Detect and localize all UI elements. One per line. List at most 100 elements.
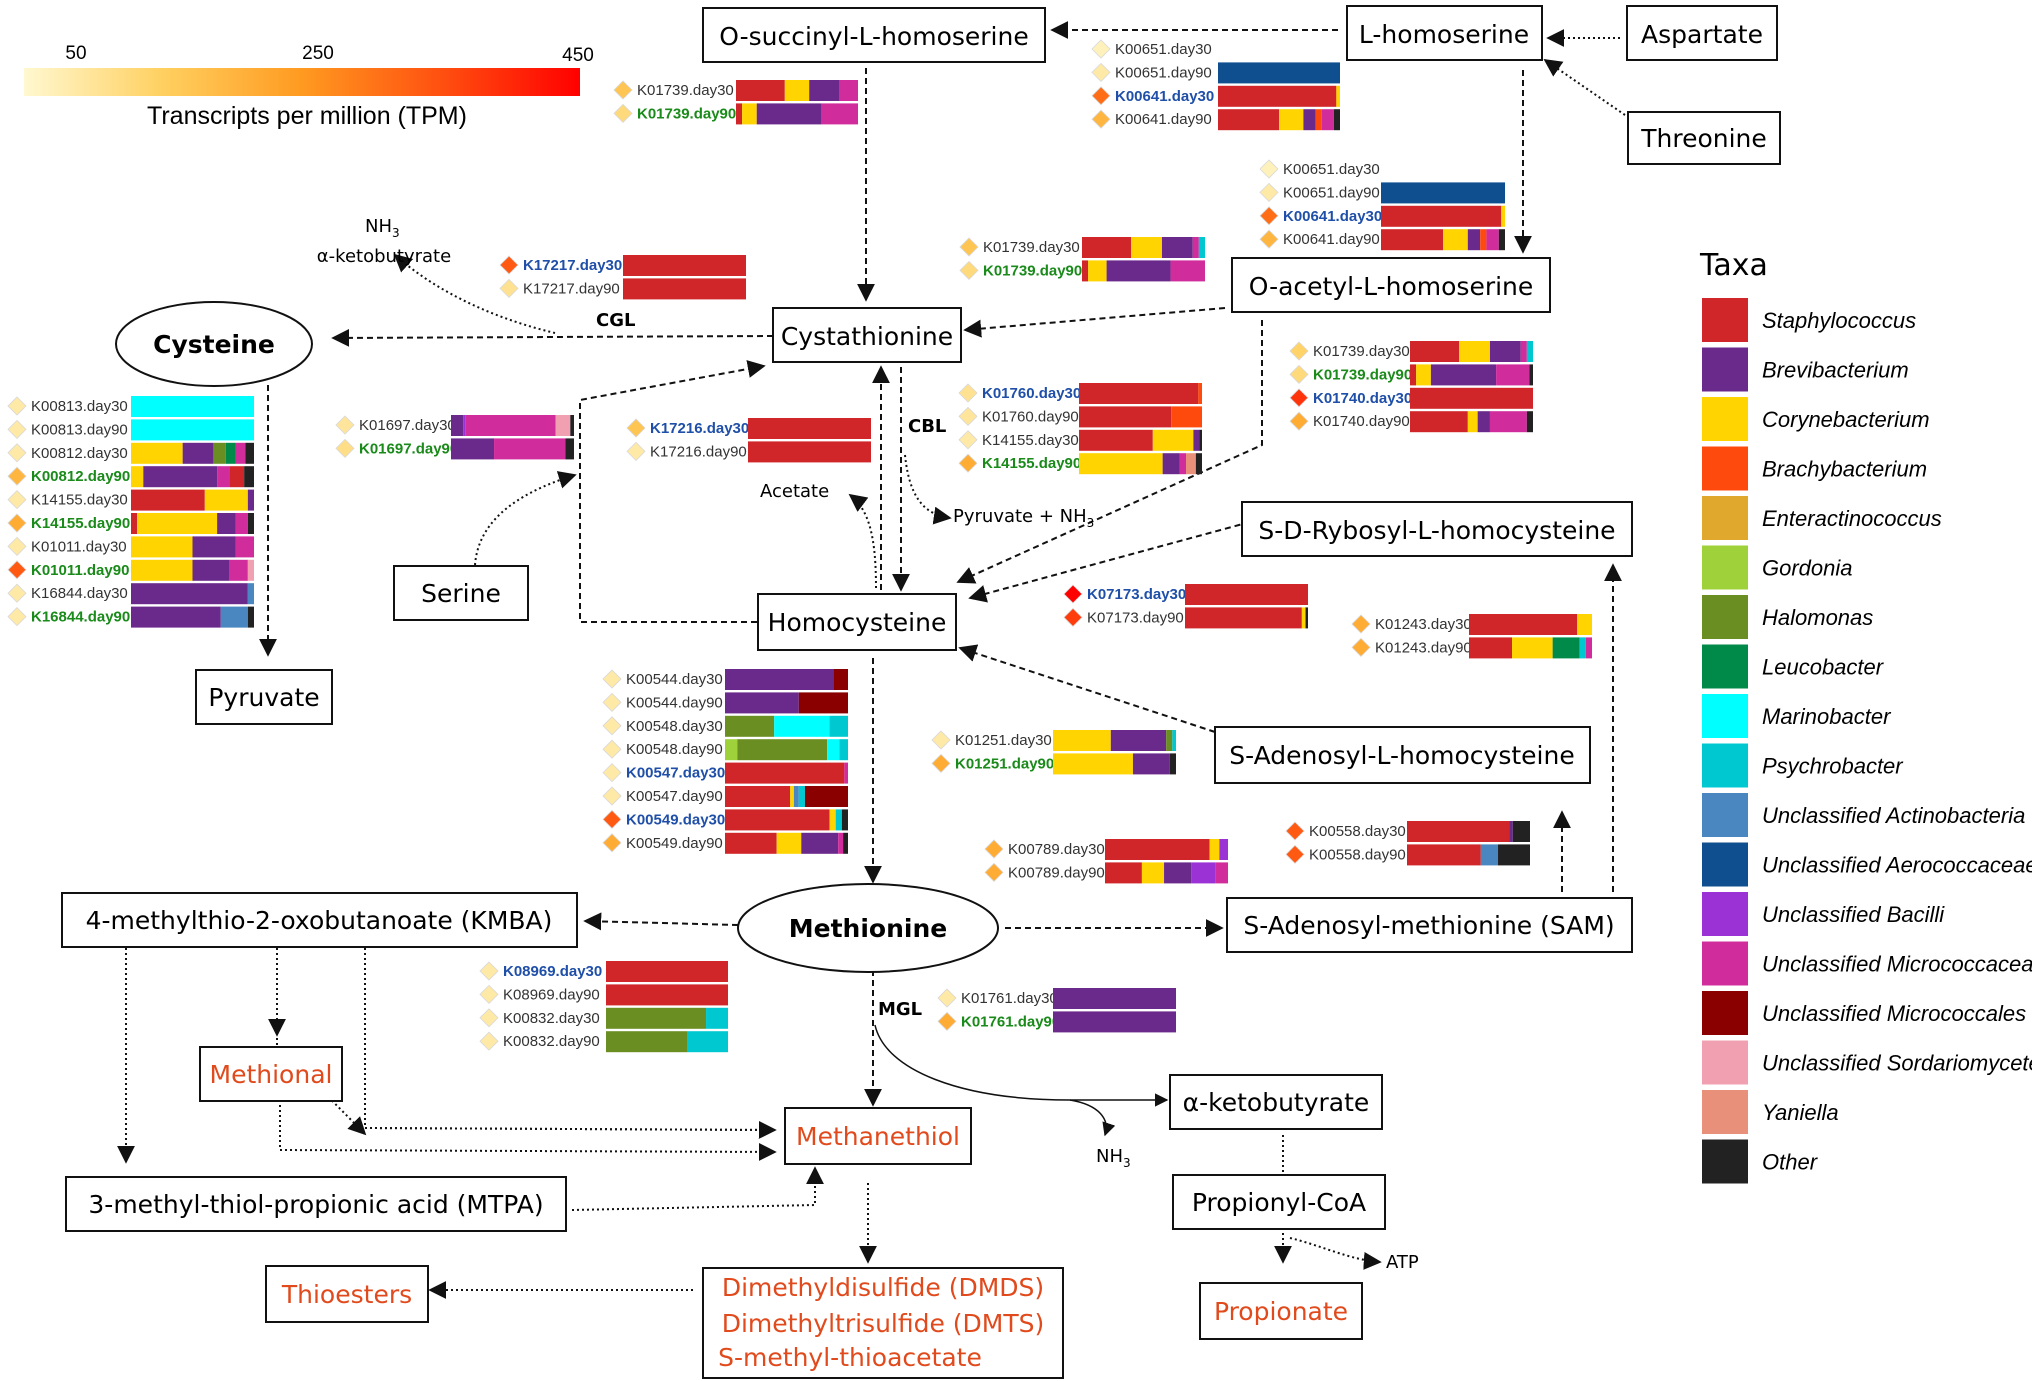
taxa-segment — [1579, 637, 1586, 659]
taxa-segment — [1552, 637, 1580, 659]
tpm-diamond — [7, 419, 27, 439]
taxa-segment — [1053, 1011, 1176, 1033]
taxa-segment — [1218, 85, 1337, 107]
node-box-methanethiol — [784, 1107, 972, 1165]
gene-label: K01761.day30 — [961, 990, 1058, 1007]
gene-label: K00548.day90 — [626, 741, 723, 758]
taxa-segment — [1141, 862, 1165, 884]
taxa-segment — [1303, 109, 1316, 131]
taxa-segment — [1526, 411, 1533, 433]
tpm-diamond — [7, 560, 27, 580]
taxa-segment — [1321, 109, 1334, 131]
taxa-segment — [1209, 839, 1220, 860]
taxa-segment — [687, 1031, 728, 1053]
taxa-segment — [1218, 62, 1340, 84]
taxa-segment — [793, 786, 799, 807]
taxa-segment — [244, 466, 254, 488]
taxa-segment — [182, 442, 214, 464]
gene-label: K01740.day30 — [1313, 390, 1412, 407]
legend-swatch — [1702, 397, 1748, 441]
taxa-segment — [623, 278, 746, 300]
gene-group-g-met: K00544.day30K00544.day90K00548.day30K005… — [602, 669, 848, 854]
node-box-sah — [1214, 726, 1591, 784]
tpm-diamond — [958, 453, 978, 473]
gene-label: K01739.day30 — [983, 239, 1080, 256]
taxa-segment — [131, 489, 205, 511]
taxa-segment — [1152, 429, 1194, 451]
tpm-diamond — [602, 739, 622, 759]
tpm-diamond — [602, 669, 622, 689]
taxa-segment — [1467, 229, 1481, 251]
tpm-diamond — [931, 753, 951, 773]
arrow-oacetyl-to-cystathionine — [963, 307, 1226, 338]
taxa-segment — [235, 536, 254, 558]
taxa-segment — [494, 438, 566, 460]
arrow-oacetyl-to-homocysteine — [956, 320, 1263, 584]
taxa-segment — [555, 415, 571, 436]
tpm-diamond — [959, 260, 979, 280]
gene-label: K01739.day90 — [637, 105, 736, 122]
legend-label: Unclassified Bacilli — [1762, 902, 1945, 927]
tpm-scale: 50 250 450 Transcripts per million (TPM) — [24, 43, 594, 130]
taxa-segment — [838, 832, 844, 854]
gene-label: K01739.day90 — [983, 262, 1082, 279]
arrow-serine-to-cystathionine — [474, 471, 577, 566]
legend-swatch — [1702, 1040, 1748, 1085]
taxa-segment — [725, 715, 775, 737]
taxa-segment — [247, 559, 254, 581]
taxa-segment — [229, 466, 245, 488]
taxa-segment — [131, 536, 193, 558]
tpm-diamond — [1259, 206, 1279, 226]
tpm-diamond — [1285, 821, 1305, 841]
taxa-segment — [1219, 839, 1228, 860]
tpm-diamond — [1259, 229, 1279, 249]
taxa-segment — [143, 466, 218, 488]
taxa-segment — [570, 415, 574, 436]
gene-label: K07173.day30 — [1087, 586, 1186, 603]
taxa-segment — [1410, 411, 1468, 433]
taxa-segment — [131, 606, 221, 628]
tpm-diamond — [1351, 614, 1371, 634]
gene-label: K17216.day30 — [650, 420, 749, 437]
taxa-segment — [1132, 753, 1170, 775]
taxa-segment — [137, 513, 218, 534]
taxa-segment — [737, 739, 828, 761]
node-box-methional — [199, 1046, 343, 1102]
taxa-segment — [706, 1007, 728, 1029]
taxa-segment — [451, 438, 495, 460]
taxa-segment — [192, 559, 230, 581]
tpm-diamond — [7, 607, 27, 627]
taxa-segment — [565, 438, 574, 460]
node-smta: S-methyl-thioacetate — [718, 1343, 982, 1372]
taxa-segment — [839, 739, 848, 761]
taxa-legend: Taxa StaphylococcusBrevibacteriumCoryneb… — [1699, 248, 2032, 1184]
taxa-segment — [1336, 85, 1340, 107]
tpm-diamond — [7, 583, 27, 603]
node-propionylcoa: Propionyl-CoA — [1192, 1188, 1366, 1217]
legend-swatch — [1702, 842, 1748, 887]
taxa-segment — [1170, 260, 1205, 282]
taxa-segment — [1469, 614, 1578, 635]
arrow-methional-to-methanethiol — [279, 1100, 777, 1161]
tpm-diamond — [499, 278, 519, 298]
taxa-segment — [835, 809, 842, 831]
legend-swatch — [1702, 446, 1748, 491]
gene-label: K00789.day90 — [1008, 864, 1105, 881]
gene-group-g-homoser2: K00651.day30K00651.day90K00641.day30K006… — [1259, 159, 1505, 251]
legend-swatch — [1702, 347, 1748, 392]
node-box-o-succinyl — [702, 7, 1046, 63]
arrow-cbl-to-pyruvate-nh3 — [904, 454, 952, 525]
node-methanethiol: Methanethiol — [796, 1122, 960, 1151]
taxa-segment — [220, 606, 248, 628]
gene-label: K08969.day30 — [503, 963, 602, 980]
gene-label: K00544.day90 — [626, 694, 723, 711]
legend-swatch — [1702, 298, 1748, 342]
taxa-segment — [213, 442, 226, 464]
node-box-o-acetyl — [1231, 257, 1551, 313]
taxa-segment — [451, 415, 464, 436]
node-shape-methionine — [737, 883, 999, 973]
taxa-segment — [748, 418, 871, 439]
